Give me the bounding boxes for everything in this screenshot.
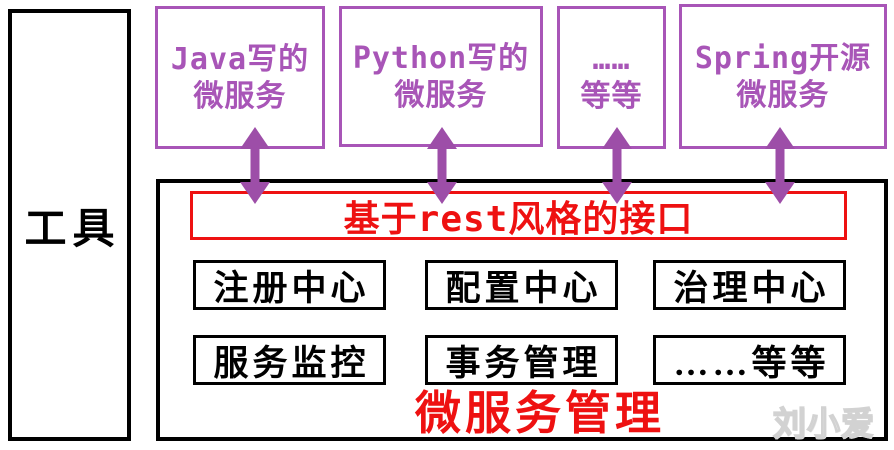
bidirectional-arrow-icon — [427, 127, 457, 204]
bidirectional-arrow-icon — [602, 127, 632, 204]
arrow-up-head — [240, 127, 270, 149]
arrow-down-head — [240, 182, 270, 204]
arrow-shaft — [775, 143, 785, 188]
module-label: 事务管理 — [445, 343, 602, 383]
tools-label: 工具 — [24, 206, 121, 253]
module-label: 服务监控 — [213, 343, 370, 383]
rest-interface-label: 基于rest风格的接口 — [343, 198, 694, 240]
source-box-spring-label: Spring开源 微服务 — [694, 40, 872, 113]
tools-box: 工具 — [8, 9, 131, 441]
bidirectional-arrow-icon — [240, 127, 270, 204]
source-box-python-label: Python写的 微服务 — [352, 40, 530, 113]
arrow-down-head — [602, 182, 632, 204]
arrow-down-head — [427, 182, 457, 204]
arrow-up-head — [427, 127, 457, 149]
module-label: 治理中心 — [673, 268, 830, 308]
source-box-etc: …… 等等 — [557, 6, 666, 149]
rest-interface-box: 基于rest风格的接口 — [190, 191, 847, 240]
arrow-shaft — [250, 143, 260, 188]
module-box-service-monitor: 服务监控 — [193, 335, 386, 385]
arrow-down-head — [765, 182, 795, 204]
management-title: 微服务管理 — [415, 388, 665, 439]
source-box-java-label: Java写的 微服务 — [170, 41, 310, 114]
module-box-config-center: 配置中心 — [425, 260, 618, 310]
source-box-etc-label: …… 等等 — [580, 41, 643, 114]
watermark: 刘小爱 — [772, 406, 875, 444]
module-label: 配置中心 — [445, 268, 602, 308]
module-label: 注册中心 — [213, 268, 370, 308]
module-box-governance-center: 治理中心 — [653, 260, 846, 310]
source-box-java: Java写的 微服务 — [155, 6, 325, 149]
arrow-shaft — [612, 143, 622, 188]
arrow-up-head — [765, 127, 795, 149]
module-label: ……等等 — [673, 343, 830, 383]
module-box-registry-center: 注册中心 — [193, 260, 386, 310]
arrow-up-head — [602, 127, 632, 149]
arrow-shaft — [437, 143, 447, 188]
module-box-transaction-management: 事务管理 — [425, 335, 618, 385]
source-box-python: Python写的 微服务 — [339, 6, 543, 147]
bidirectional-arrow-icon — [765, 127, 795, 204]
module-box-etc: ……等等 — [653, 335, 846, 385]
